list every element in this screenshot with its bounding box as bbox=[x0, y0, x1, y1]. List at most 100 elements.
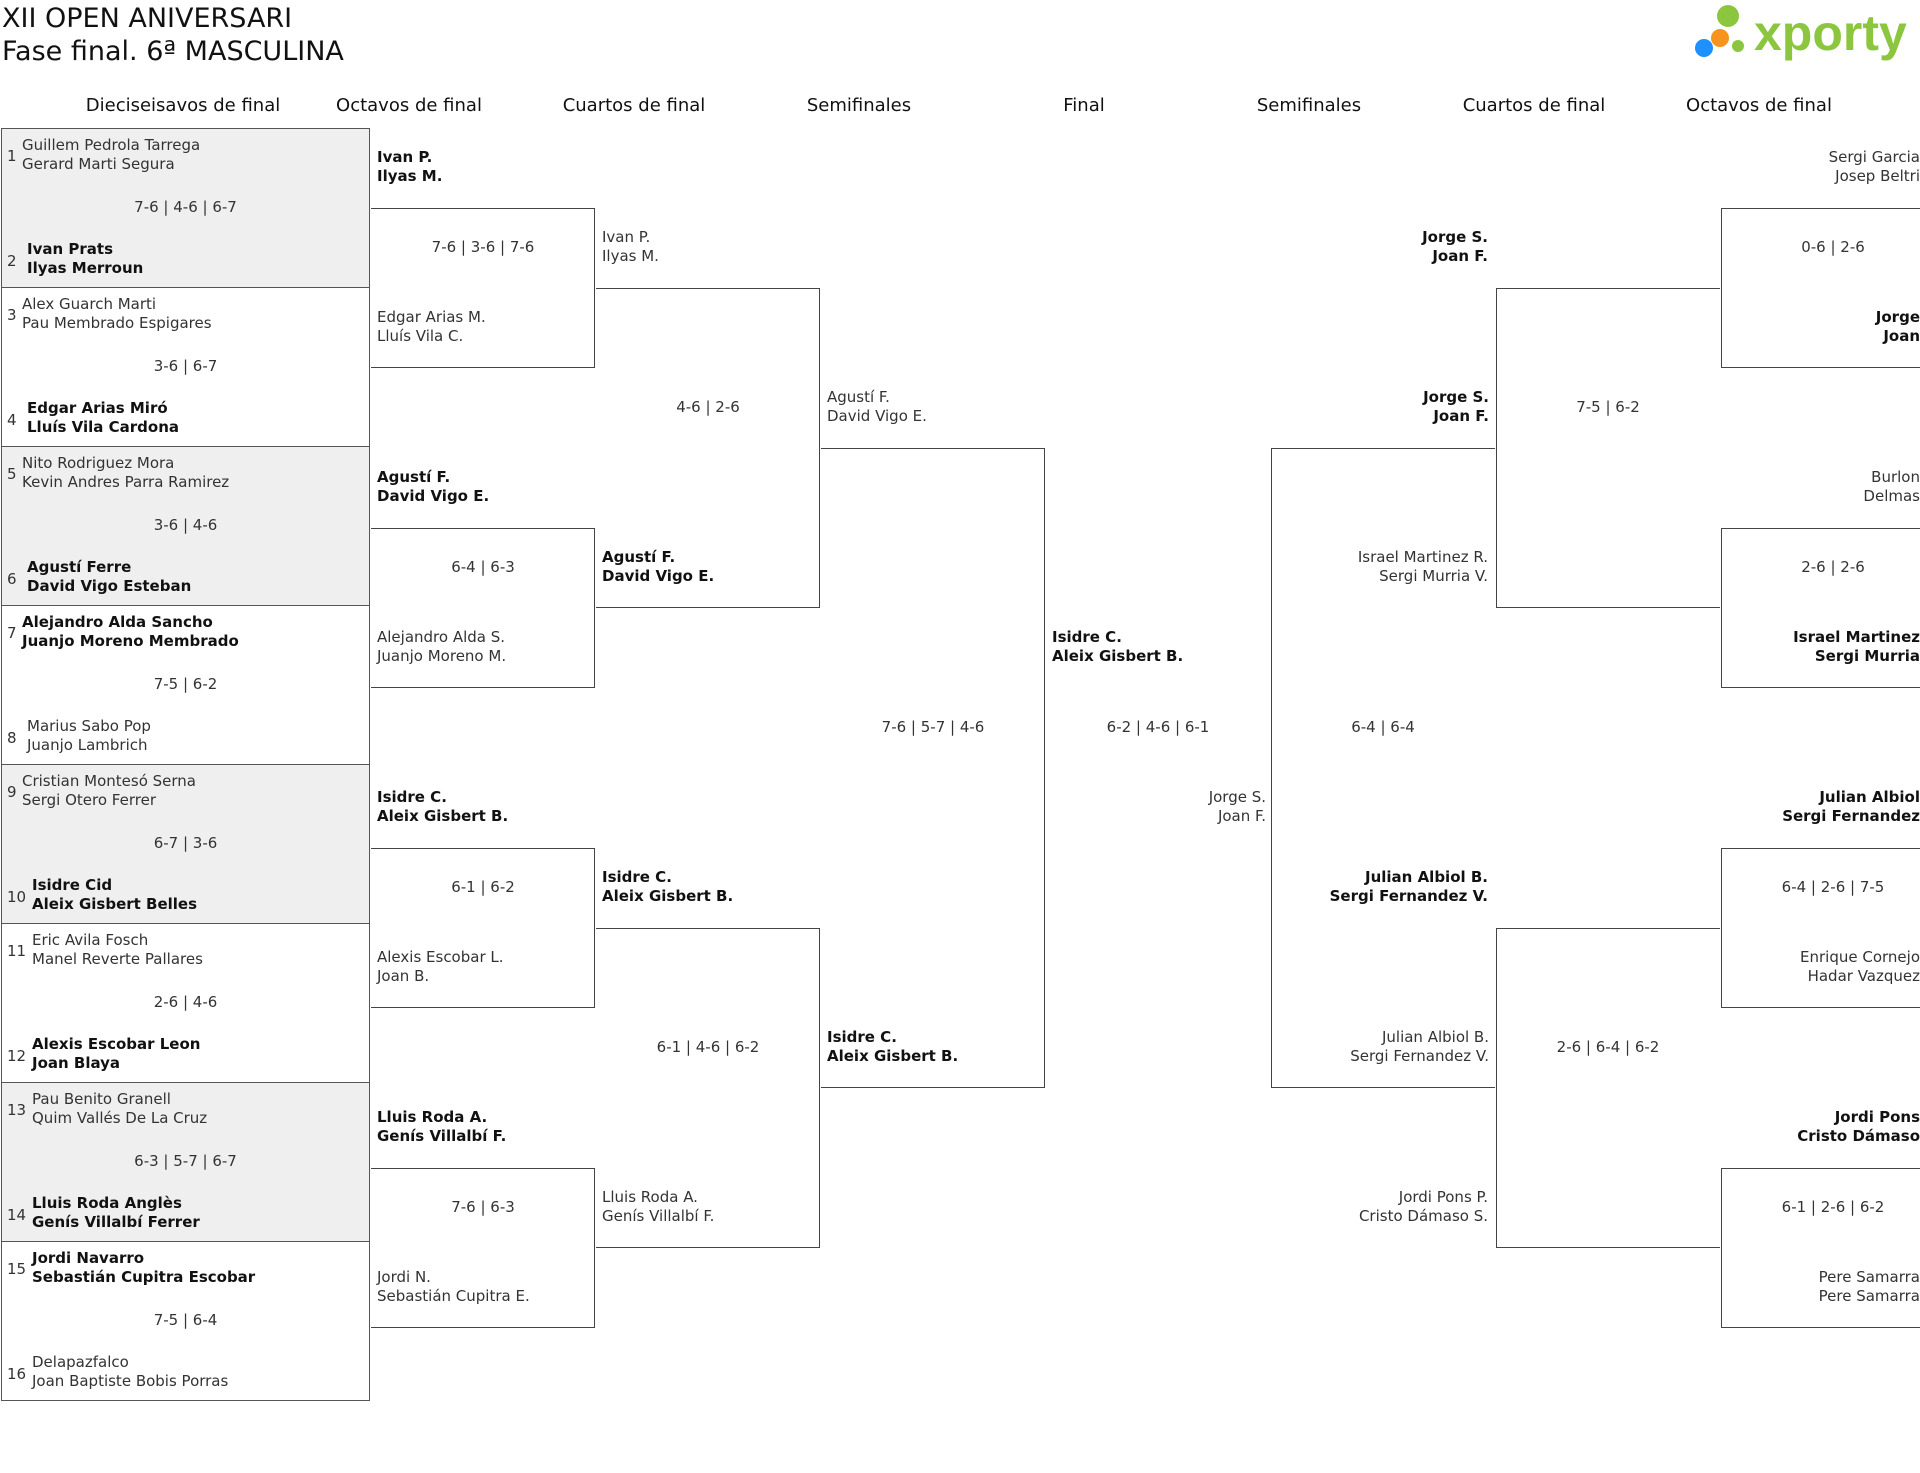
r32-team-top-player2: Sergi Otero Ferrer bbox=[22, 791, 156, 809]
r32-team-bottom-player1: Isidre Cid bbox=[32, 876, 113, 894]
r32-team-top-player2: Quim Vallés De La Cruz bbox=[32, 1109, 208, 1127]
r32-score: 6-7 | 3-6 bbox=[153, 834, 218, 852]
left-qf-team-top: Isidre C.Aleix Gisbert B. bbox=[602, 868, 822, 906]
r32-team-bottom-player1: Agustí Ferre bbox=[27, 558, 132, 576]
right-r16-team-top-player2: Delmas bbox=[1863, 487, 1920, 505]
r32-match bbox=[1, 128, 370, 288]
left-r16-team-bottom-player2: Joan B. bbox=[377, 967, 430, 985]
r32-team-bottom-player1: Lluis Roda Anglès bbox=[32, 1194, 182, 1212]
round-header-4: Semifinales bbox=[806, 95, 912, 116]
right-qf-team-bottom-player1: Jordi Pons P. bbox=[1398, 1188, 1488, 1206]
right-r16-team-top-player1: Jordi Pons bbox=[1834, 1108, 1920, 1126]
right-r16-team-bottom-player1: Jorge bbox=[1875, 308, 1920, 326]
left-sf-team-top-player2: David Vigo E. bbox=[827, 407, 927, 425]
left-qf-team-bottom: Lluis Roda A.Genís Villalbí F. bbox=[602, 1188, 822, 1226]
left-r16-connector bbox=[371, 848, 595, 1008]
left-r16-team-bottom: Edgar Arias M.Lluís Vila C. bbox=[377, 308, 597, 346]
left-qf-score: 4-6 | 2-6 bbox=[676, 398, 740, 416]
left-r16-team-top-player1: Lluis Roda A. bbox=[377, 1108, 488, 1126]
left-r16-team-bottom-player1: Alexis Escobar L. bbox=[377, 948, 504, 966]
left-sf-score: 7-6 | 5-7 | 4-6 bbox=[881, 718, 985, 736]
left-qf-connector bbox=[596, 288, 820, 608]
right-r16-team-top-player2: Cristo Dámaso bbox=[1797, 1127, 1920, 1145]
left-qf-team-top-player1: Isidre C. bbox=[602, 868, 672, 886]
left-qf-team-bottom: Agustí F.David Vigo E. bbox=[602, 548, 822, 586]
right-qf-team-top-player1: Jorge S. bbox=[1422, 228, 1488, 246]
right-r16-team-bottom-player1: Enrique Cornejo bbox=[1800, 948, 1920, 966]
left-qf-team-bottom-player1: Agustí F. bbox=[602, 548, 676, 566]
r32-team-top-player2: Sebastián Cupitra Escobar bbox=[32, 1268, 256, 1286]
right-r16-team-bottom-player1: Israel Martinez bbox=[1793, 628, 1920, 646]
left-r16-team-bottom-player1: Alejandro Alda S. bbox=[377, 628, 506, 646]
round-header-5: Final bbox=[1063, 95, 1105, 116]
r32-team-bottom-player2: Lluís Vila Cardona bbox=[27, 418, 180, 436]
right-qf-team-top: Julian Albiol B.Sergi Fernandez V. bbox=[1270, 868, 1488, 906]
right-qf-score: 2-6 | 6-4 | 6-2 bbox=[1556, 1038, 1660, 1056]
seed-number: 2 bbox=[7, 252, 17, 270]
left-r16-connector bbox=[371, 208, 595, 368]
right-r16-team-top-player1: Sergi Garcia bbox=[1828, 148, 1920, 166]
r32-match bbox=[1, 1241, 370, 1401]
left-qf-team-top-player2: Ilyas M. bbox=[602, 247, 659, 265]
right-r16-team-top-player1: Julian Albiol bbox=[1819, 788, 1920, 806]
left-qf-team-top: Ivan P.Ilyas M. bbox=[602, 228, 822, 266]
r32-team-bottom-player1: Alexis Escobar Leon bbox=[32, 1035, 201, 1053]
r32-team-top-player2: Pau Membrado Espigares bbox=[22, 314, 212, 332]
left-r16-connector bbox=[371, 1168, 595, 1328]
left-r16-team-bottom: Alexis Escobar L.Joan B. bbox=[377, 948, 597, 986]
logo-dot-green-small bbox=[1732, 40, 1744, 52]
seed-number: 16 bbox=[7, 1365, 27, 1383]
xporty-logo: xporty bbox=[1695, 5, 1907, 61]
right-r16-team-bottom-player2: Joan bbox=[1883, 327, 1920, 345]
right-qf-connector bbox=[1496, 288, 1720, 608]
left-r16-team-top: Isidre C.Aleix Gisbert B. bbox=[377, 788, 597, 826]
right-r16-team-top-player2: Sergi Fernandez bbox=[1782, 807, 1920, 825]
left-r16-connector bbox=[371, 528, 595, 688]
left-r16-team-top: Ivan P.Ilyas M. bbox=[377, 148, 597, 186]
r32-match bbox=[1, 923, 370, 1083]
logo-text: xporty bbox=[1754, 5, 1907, 61]
left-r16-score: 6-1 | 6-2 bbox=[451, 878, 515, 896]
right-r16-score: 6-4 | 2-6 | 7-5 bbox=[1781, 878, 1885, 896]
right-qf-team-top-player2: Joan F. bbox=[1432, 247, 1488, 265]
r32-team-bottom-player2: David Vigo Esteban bbox=[27, 577, 192, 595]
seed-number: 5 bbox=[7, 465, 17, 483]
right-r16-team-bottom-player2: Hadar Vazquez bbox=[1807, 967, 1920, 985]
left-r16-team-top-player2: Genís Villalbí F. bbox=[377, 1127, 507, 1145]
r32-team-bottom-player1: Ivan Prats bbox=[27, 240, 113, 258]
r32-team-top-player1: Jordi Navarro bbox=[32, 1249, 145, 1267]
r32-team-top-player1: Cristian Montesó Serna bbox=[22, 772, 196, 790]
right-sf-team-bottom-player2: Sergi Fernandez V. bbox=[1350, 1047, 1489, 1065]
r32-score: 6-3 | 5-7 | 6-7 bbox=[134, 1152, 237, 1170]
right-sf-team-bottom: Julian Albiol B.Sergi Fernandez V. bbox=[1267, 1028, 1489, 1066]
right-sf-connector bbox=[1271, 448, 1495, 1088]
seed-number: 3 bbox=[7, 306, 17, 324]
right-r16-score: 0-6 | 2-6 bbox=[1801, 238, 1865, 256]
right-qf-team-bottom-player2: Cristo Dámaso S. bbox=[1358, 1207, 1488, 1225]
final-score: 6-2 | 4-6 | 6-1 bbox=[1106, 718, 1210, 736]
left-r16-team-bottom-player1: Jordi N. bbox=[377, 1268, 431, 1286]
left-qf-team-bottom-player2: David Vigo E. bbox=[602, 567, 715, 585]
r32-team-top-player2: Manel Reverte Pallares bbox=[32, 950, 203, 968]
seed-number: 1 bbox=[7, 147, 17, 165]
r32-team-bottom-player2: Juanjo Lambrich bbox=[27, 736, 148, 754]
left-r16-score: 6-4 | 6-3 bbox=[451, 558, 515, 576]
final-team-top: Isidre C.Aleix Gisbert B. bbox=[1052, 628, 1272, 666]
left-r16-team-top-player1: Agustí F. bbox=[377, 468, 451, 486]
right-sf-team-top-player2: Joan F. bbox=[1433, 407, 1489, 425]
left-qf-score: 6-1 | 4-6 | 6-2 bbox=[656, 1038, 760, 1056]
round-header-1: Dieciseisavos de final bbox=[85, 95, 281, 116]
round-header-6: Semifinales bbox=[1256, 95, 1362, 116]
